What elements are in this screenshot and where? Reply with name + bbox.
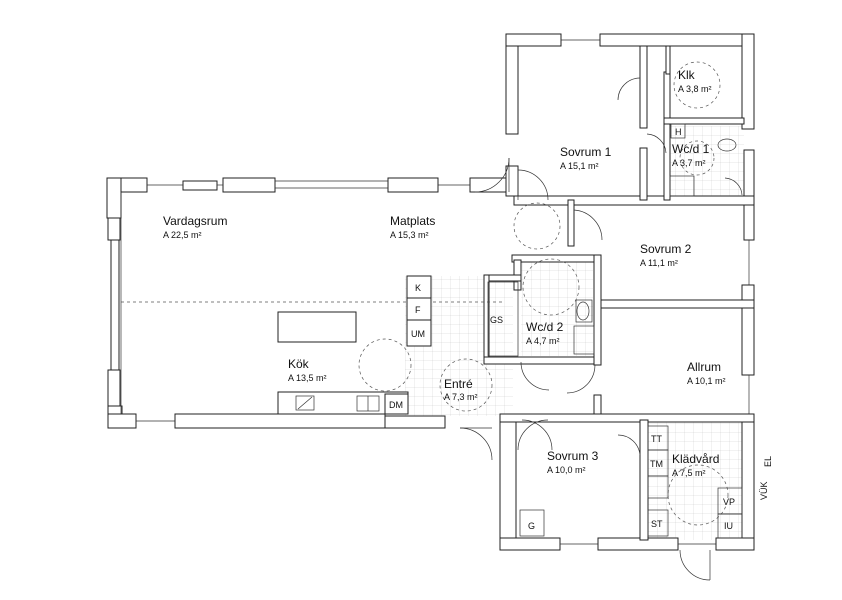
- room-matplats: Matplats A 15,3 m²: [390, 214, 435, 240]
- room-name: Wc/d 2: [526, 320, 564, 334]
- door-swings: [459, 77, 743, 581]
- fixture-label-gs: GS: [490, 315, 503, 325]
- room-name: Matplats: [390, 214, 435, 228]
- room-sovrum3: Sovrum 3 A 10,0 m²: [547, 449, 599, 475]
- room-area: A 11,1 m²: [640, 258, 678, 268]
- room-area: A 13,5 m²: [288, 373, 327, 383]
- room-klk: Klk A 3,8 m²: [678, 68, 712, 94]
- room-area: A 10,1 m²: [687, 376, 726, 386]
- room-area: A 7,3 m²: [444, 392, 478, 402]
- room-area: A 15,3 m²: [390, 230, 429, 240]
- room-name: Kök: [288, 357, 310, 371]
- kitchen-island: [277, 311, 357, 343]
- kitchen-fixtures: [277, 275, 519, 415]
- room-vardagsrum: Vardagsrum A 22,5 m²: [163, 214, 227, 240]
- fixture-label-um: UM: [411, 329, 425, 339]
- fixture-label-el: EL: [763, 456, 773, 467]
- kladvard-tile-floor: [648, 421, 742, 540]
- room-sovrum1: Sovrum 1 A 15,1 m²: [560, 145, 612, 171]
- room-name: Allrum: [687, 360, 721, 374]
- room-area: A 22,5 m²: [163, 230, 202, 240]
- fixture-label-tt: TT: [651, 434, 662, 444]
- room-name: Sovrum 1: [560, 145, 612, 159]
- room-name: Klädvård: [672, 452, 719, 466]
- room-name: Entré: [444, 377, 473, 391]
- room-area: A 15,1 m²: [560, 161, 599, 171]
- fixture-label-g: G: [528, 521, 535, 531]
- room-area: A 3,8 m²: [678, 84, 712, 94]
- room-area: A 4,7 m²: [526, 336, 560, 346]
- room-wcd1: Wc/d 1 A 3,7 m²: [672, 142, 710, 168]
- turning-circles: [358, 61, 729, 526]
- fixture-label-st: ST: [651, 519, 663, 529]
- fixture-label-vp: VP: [723, 497, 735, 507]
- interior-walls: [483, 45, 755, 541]
- room-entre: Entré A 7,3 m²: [444, 377, 478, 402]
- fixture-label-h: H: [675, 127, 682, 137]
- room-area: A 10,0 m²: [547, 465, 586, 475]
- room-allrum: Allrum A 10,1 m²: [687, 360, 726, 386]
- room-name: Vardagsrum: [163, 214, 227, 228]
- fixture-label-dm: DM: [389, 400, 403, 410]
- room-wcd2: Wc/d 2 A 4,7 m²: [526, 320, 564, 346]
- room-sovrum2: Sovrum 2 A 11,1 m²: [640, 242, 692, 268]
- fixture-label-k: K: [415, 283, 421, 293]
- fixture-label-iu: IU: [724, 521, 733, 531]
- room-area: A 7,5 m²: [672, 468, 706, 478]
- room-kok: Kök A 13,5 m²: [288, 357, 327, 383]
- bathroom-fixtures: [519, 123, 743, 539]
- room-name: Wc/d 1: [672, 142, 710, 156]
- room-name: Sovrum 3: [547, 449, 599, 463]
- wcd2-tile-floor: [521, 262, 593, 356]
- outer-walls: [106, 33, 755, 551]
- fixture-label-tm: TM: [650, 459, 663, 469]
- room-name: Sovrum 2: [640, 242, 692, 256]
- fixture-labels: K F UM GS DM H TT TM ST VP IU G VÜK EL: [389, 127, 773, 531]
- fixture-label-vuk: VÜK: [759, 481, 769, 500]
- room-area: A 3,7 m²: [672, 158, 706, 168]
- fixture-label-f: F: [415, 305, 421, 315]
- room-name: Klk: [678, 68, 696, 82]
- wcd1-tile-floor: [668, 126, 744, 202]
- room-kladvard: Klädvård A 7,5 m²: [672, 452, 719, 478]
